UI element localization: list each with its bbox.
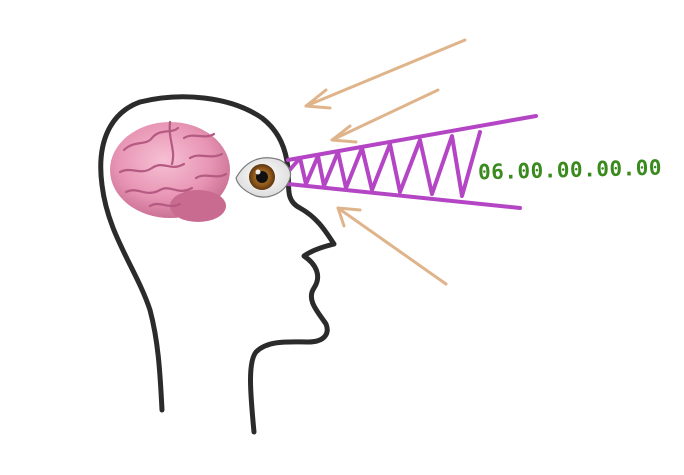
signal-zigzag (286, 130, 482, 198)
head-outline (98, 94, 337, 435)
incoming-arrow-top (304, 38, 467, 110)
incoming-arrow-bottom (336, 206, 448, 286)
incoming-arrows (304, 38, 467, 286)
incoming-arrow-middle (330, 88, 440, 144)
phone-number-label: 06.00.00.00.00 (477, 155, 663, 185)
signal-cone-lower-edge (286, 182, 522, 210)
signal-cone-upper-edge (286, 114, 538, 162)
signal-wave (286, 114, 538, 210)
eye-icon (235, 157, 292, 198)
brain-icon (110, 120, 230, 222)
